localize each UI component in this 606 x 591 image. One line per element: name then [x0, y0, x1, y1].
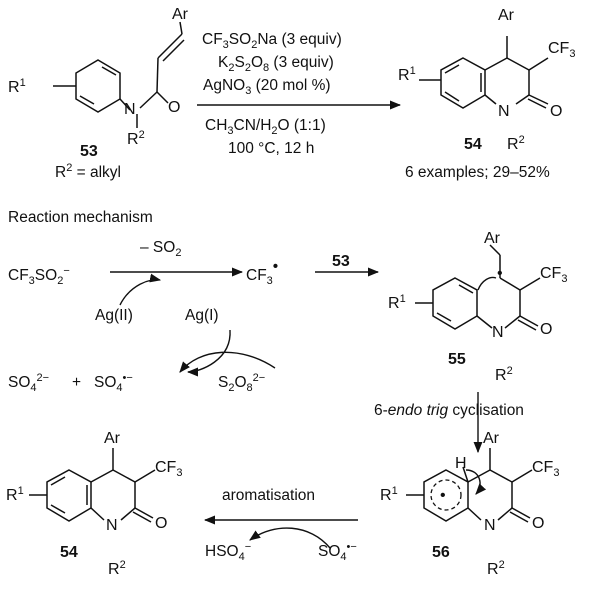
cf3-radical: CF3•: [246, 258, 278, 287]
ag-oxidation-arrow: [119, 273, 162, 306]
final-product-structure: [29, 448, 156, 523]
final-cf3-group: CF3: [155, 459, 182, 479]
sm-r2-note: R2 = alkyl: [55, 162, 121, 181]
final-r1-group: R1: [6, 485, 24, 504]
triflinate-anion: CF3SO2−: [8, 265, 70, 287]
aromatisation-label: aromatisation: [222, 487, 315, 504]
int56-nitrogen: N: [484, 517, 496, 534]
reagent-k2s2o8: K2S2O8 (3 equiv): [218, 54, 334, 74]
arrow-label-53: 53: [332, 253, 350, 270]
prod-oxygen: O: [550, 103, 562, 120]
final-nitrogen: N: [106, 517, 118, 534]
intermediate-55-label: 55: [448, 351, 466, 368]
final-ar-group: Ar: [104, 430, 121, 447]
cyclisation-label: 6-endo trig cyclisation: [374, 402, 524, 419]
sm-nitrogen: N: [124, 101, 136, 118]
int55-r2-group: R2: [495, 365, 513, 384]
final-product-label: 54: [60, 544, 78, 561]
product-label: 54: [464, 136, 482, 153]
prod-r1-group: R1: [398, 65, 416, 84]
int56-radical-dot: •: [440, 487, 446, 504]
hat-arrow: [249, 527, 331, 549]
radical-intermediate-structure: [415, 244, 541, 331]
int56-r1-group: R1: [380, 485, 398, 504]
int55-ar-group: Ar: [484, 230, 501, 247]
ag2-species: Ag(II): [95, 307, 133, 324]
int55-oxygen: O: [540, 321, 552, 338]
reagent-agno3: AgNO3 (20 mol %): [203, 77, 331, 97]
prod-nitrogen: N: [498, 103, 510, 120]
int55-cf3-group: CF3: [540, 265, 567, 285]
int55-radical-dot: •: [497, 265, 503, 282]
prod-r2-group: R2: [507, 134, 525, 153]
so2-loss: – SO2: [140, 239, 181, 259]
temperature-time: 100 °C, 12 h: [228, 140, 314, 157]
persulfate-arrow: [179, 351, 276, 373]
sm-label: 53: [80, 143, 98, 160]
int56-hydrogen: H: [455, 455, 467, 472]
int55-nitrogen: N: [492, 324, 504, 341]
product-structure: [419, 36, 549, 109]
sulfate-radical-anion-2: SO4•−: [318, 541, 357, 563]
final-r2-group: R2: [108, 559, 126, 578]
sm-r2-group: R2: [127, 129, 145, 148]
intermediate-56-label: 56: [432, 544, 450, 561]
cyclised-radical-structure: [406, 448, 533, 523]
persulfate-anion: S2O82−: [218, 372, 265, 394]
sulfate-dianion: SO42−: [8, 372, 49, 394]
reagent-cf3so2na: CF3SO2Na (3 equiv): [202, 31, 342, 51]
sm-r1-group: R1: [8, 77, 26, 96]
prod-ar-group: Ar: [498, 7, 515, 24]
int56-cf3-group: CF3: [532, 459, 559, 479]
bisulfate-anion: HSO4−: [205, 541, 251, 563]
ag1-species: Ag(I): [185, 307, 219, 324]
mechanism-heading: Reaction mechanism: [8, 209, 153, 226]
solvent-system: CH3CN/H2O (1:1): [205, 117, 326, 137]
plus-sign: +: [72, 374, 81, 391]
int56-oxygen: O: [532, 515, 544, 532]
prod-cf3-group: CF3: [548, 40, 575, 60]
ag-reoxidation-arrow: [186, 329, 231, 377]
int56-ar-group: Ar: [483, 430, 500, 447]
int55-r1-group: R1: [388, 293, 406, 312]
sm-oxygen: O: [168, 99, 180, 116]
final-oxygen: O: [155, 515, 167, 532]
sulfate-radical-anion: SO4•−: [94, 372, 133, 394]
sm-ar-group: Ar: [172, 6, 189, 23]
int56-r2-group: R2: [487, 559, 505, 578]
product-yield-note: 6 examples; 29–52%: [405, 164, 550, 181]
starting-material-structure: [53, 21, 185, 128]
